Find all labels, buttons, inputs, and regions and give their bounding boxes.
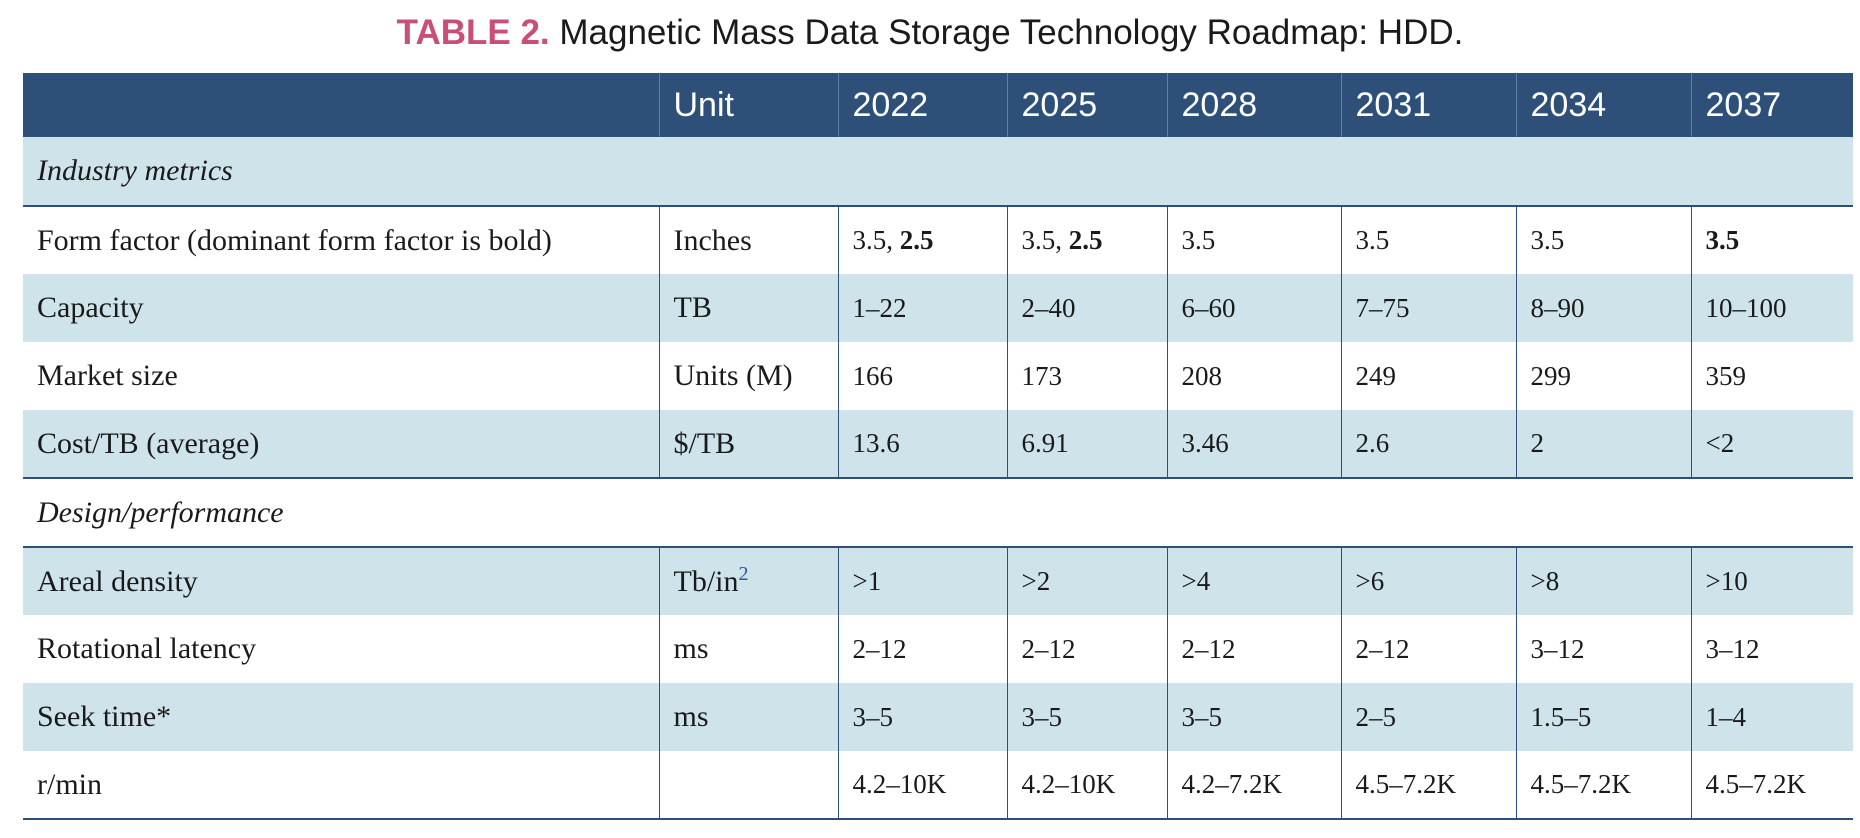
- header-year: 2037: [1690, 73, 1853, 137]
- row-label: r/min: [23, 751, 659, 820]
- table-cell: 4.5–7.2K: [1340, 751, 1516, 820]
- table-row: Rotational latency ms 2–12 2–12 2–12 2–1…: [23, 615, 1853, 683]
- row-label: Form factor (dominant form factor is bol…: [23, 206, 659, 274]
- table-cell: 2.6: [1340, 410, 1516, 479]
- table-row: r/min 4.2–10K 4.2–10K 4.2–7.2K 4.5–7.2K …: [23, 751, 1853, 820]
- table-cell: >1: [837, 547, 1007, 615]
- table-cell: 1–22: [837, 274, 1007, 342]
- section-row: Industry metrics: [23, 137, 1853, 207]
- table-cell: 2–40: [1006, 274, 1167, 342]
- table-row: Areal density Tb/in2 >1 >2 >4 >6 >8 >10: [23, 547, 1853, 615]
- row-unit: [658, 751, 838, 820]
- table-cell: 3.5, 2.5: [837, 206, 1007, 274]
- table-cell: 2–12: [837, 615, 1007, 683]
- row-unit: $/TB: [658, 410, 838, 479]
- header-year: 2022: [837, 73, 1007, 137]
- table-cell: 3–5: [1166, 683, 1341, 751]
- row-label: Seek time*: [23, 683, 659, 751]
- table-row: Market size Units (M) 166 173 208 249 29…: [23, 342, 1853, 410]
- row-label: Areal density: [23, 547, 659, 615]
- table-cell: 166: [837, 342, 1007, 410]
- table-cell: >4: [1166, 547, 1341, 615]
- table-title: Magnetic Mass Data Storage Technology Ro…: [559, 13, 1464, 52]
- section-row: Design/performance: [23, 478, 1853, 548]
- row-unit: Units (M): [658, 342, 838, 410]
- table-cell: 173: [1006, 342, 1167, 410]
- table-cell: <2: [1690, 410, 1853, 479]
- table-cell: 4.2–10K: [837, 751, 1007, 820]
- header-year: 2034: [1515, 73, 1691, 137]
- row-unit: Inches: [658, 206, 838, 274]
- table-cell: 299: [1515, 342, 1691, 410]
- table-cell: 2–5: [1340, 683, 1516, 751]
- table-cell: 3.46: [1166, 410, 1341, 479]
- table-cell: 3–5: [1006, 683, 1167, 751]
- table-caption: TABLE 2. Magnetic Mass Data Storage Tech…: [0, 8, 1860, 58]
- header-year: 2031: [1340, 73, 1516, 137]
- table-cell: 3–5: [837, 683, 1007, 751]
- header-row: Unit 2022 2025 2028 2031 2034 2037: [23, 73, 1853, 137]
- header-year: 2028: [1166, 73, 1341, 137]
- table-cell: 3.5: [1690, 206, 1853, 274]
- table-cell: 2–12: [1006, 615, 1167, 683]
- table-cell: 4.5–7.2K: [1690, 751, 1853, 820]
- table-row: Seek time* ms 3–5 3–5 3–5 2–5 1.5–5 1–4: [23, 683, 1853, 751]
- table-cell: 2: [1515, 410, 1691, 479]
- table-cell: 3.5: [1166, 206, 1341, 274]
- table-cell: 3.5, 2.5: [1006, 206, 1167, 274]
- table-cell: 1.5–5: [1515, 683, 1691, 751]
- table-cell: 359: [1690, 342, 1853, 410]
- row-label: Market size: [23, 342, 659, 410]
- table-cell: 4.2–10K: [1006, 751, 1167, 820]
- header-label: [23, 73, 659, 137]
- table-cell: 4.2–7.2K: [1166, 751, 1341, 820]
- table-cell: 1–4: [1690, 683, 1853, 751]
- table-cell: 7–75: [1340, 274, 1516, 342]
- table-cell: >6: [1340, 547, 1516, 615]
- table-cell: >2: [1006, 547, 1167, 615]
- table-cell: 249: [1340, 342, 1516, 410]
- row-unit: ms: [658, 683, 838, 751]
- table-cell: 13.6: [837, 410, 1007, 479]
- table-row: Capacity TB 1–22 2–40 6–60 7–75 8–90 10–…: [23, 274, 1853, 342]
- table-row: Cost/TB (average) $/TB 13.6 6.91 3.46 2.…: [23, 410, 1853, 479]
- roadmap-table: Unit 2022 2025 2028 2031 2034 2037 Indus…: [23, 73, 1853, 820]
- table-cell: 10–100: [1690, 274, 1853, 342]
- table-cell: >10: [1690, 547, 1853, 615]
- row-unit: Tb/in2: [658, 547, 838, 615]
- section-title: Industry metrics: [23, 137, 1853, 207]
- table-row: Form factor (dominant form factor is bol…: [23, 206, 1853, 274]
- table-cell: 8–90: [1515, 274, 1691, 342]
- table-cell: 3.5: [1515, 206, 1691, 274]
- header-year: 2025: [1006, 73, 1167, 137]
- header-unit: Unit: [658, 73, 838, 137]
- table-cell: 3.5: [1340, 206, 1516, 274]
- table-cell: >8: [1515, 547, 1691, 615]
- section-title: Design/performance: [23, 478, 1853, 548]
- row-label: Rotational latency: [23, 615, 659, 683]
- table-cell: 6–60: [1166, 274, 1341, 342]
- table-cell: 6.91: [1006, 410, 1167, 479]
- row-unit: ms: [658, 615, 838, 683]
- row-label: Cost/TB (average): [23, 410, 659, 479]
- table-cell: 2–12: [1340, 615, 1516, 683]
- table-number: TABLE 2.: [396, 13, 550, 52]
- table-cell: 4.5–7.2K: [1515, 751, 1691, 820]
- table-cell: 3–12: [1515, 615, 1691, 683]
- table-cell: 208: [1166, 342, 1341, 410]
- row-unit: TB: [658, 274, 838, 342]
- table-cell: 2–12: [1166, 615, 1341, 683]
- table-cell: 3–12: [1690, 615, 1853, 683]
- row-label: Capacity: [23, 274, 659, 342]
